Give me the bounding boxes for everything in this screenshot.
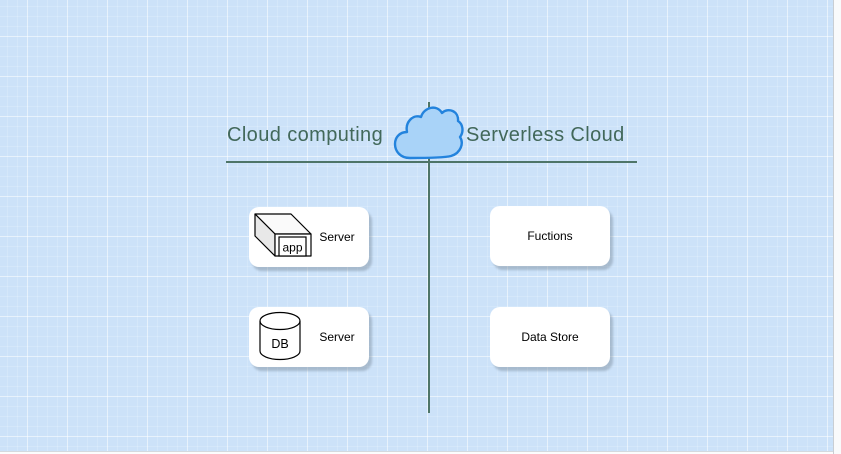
canvas-right-edge-gutter <box>833 0 841 454</box>
app-cube-icon: app <box>254 213 312 257</box>
functions-node[interactable]: Fuctions <box>490 206 610 266</box>
canvas-bottom-edge-gutter <box>0 451 833 454</box>
node-label: Data Store <box>521 330 579 344</box>
left-section-title: Cloud computing <box>227 124 384 146</box>
node-label: Fuctions <box>527 229 573 243</box>
node-label: Server <box>319 230 355 244</box>
database-cylinder-icon: DB <box>259 311 301 361</box>
data-store-node[interactable]: Data Store <box>490 307 610 367</box>
divider-horizontal-line <box>226 161 637 163</box>
server-db-node[interactable]: DB Server <box>249 307 369 367</box>
app-cube-icon-label: app <box>282 241 302 255</box>
node-label: Server <box>319 330 355 344</box>
divider-vertical-line <box>428 102 430 413</box>
cloud-icon[interactable] <box>393 104 465 162</box>
right-section-title: Serverless Cloud <box>466 124 625 146</box>
server-app-node[interactable]: app Server <box>249 207 369 267</box>
database-icon-label: DB <box>271 337 288 351</box>
